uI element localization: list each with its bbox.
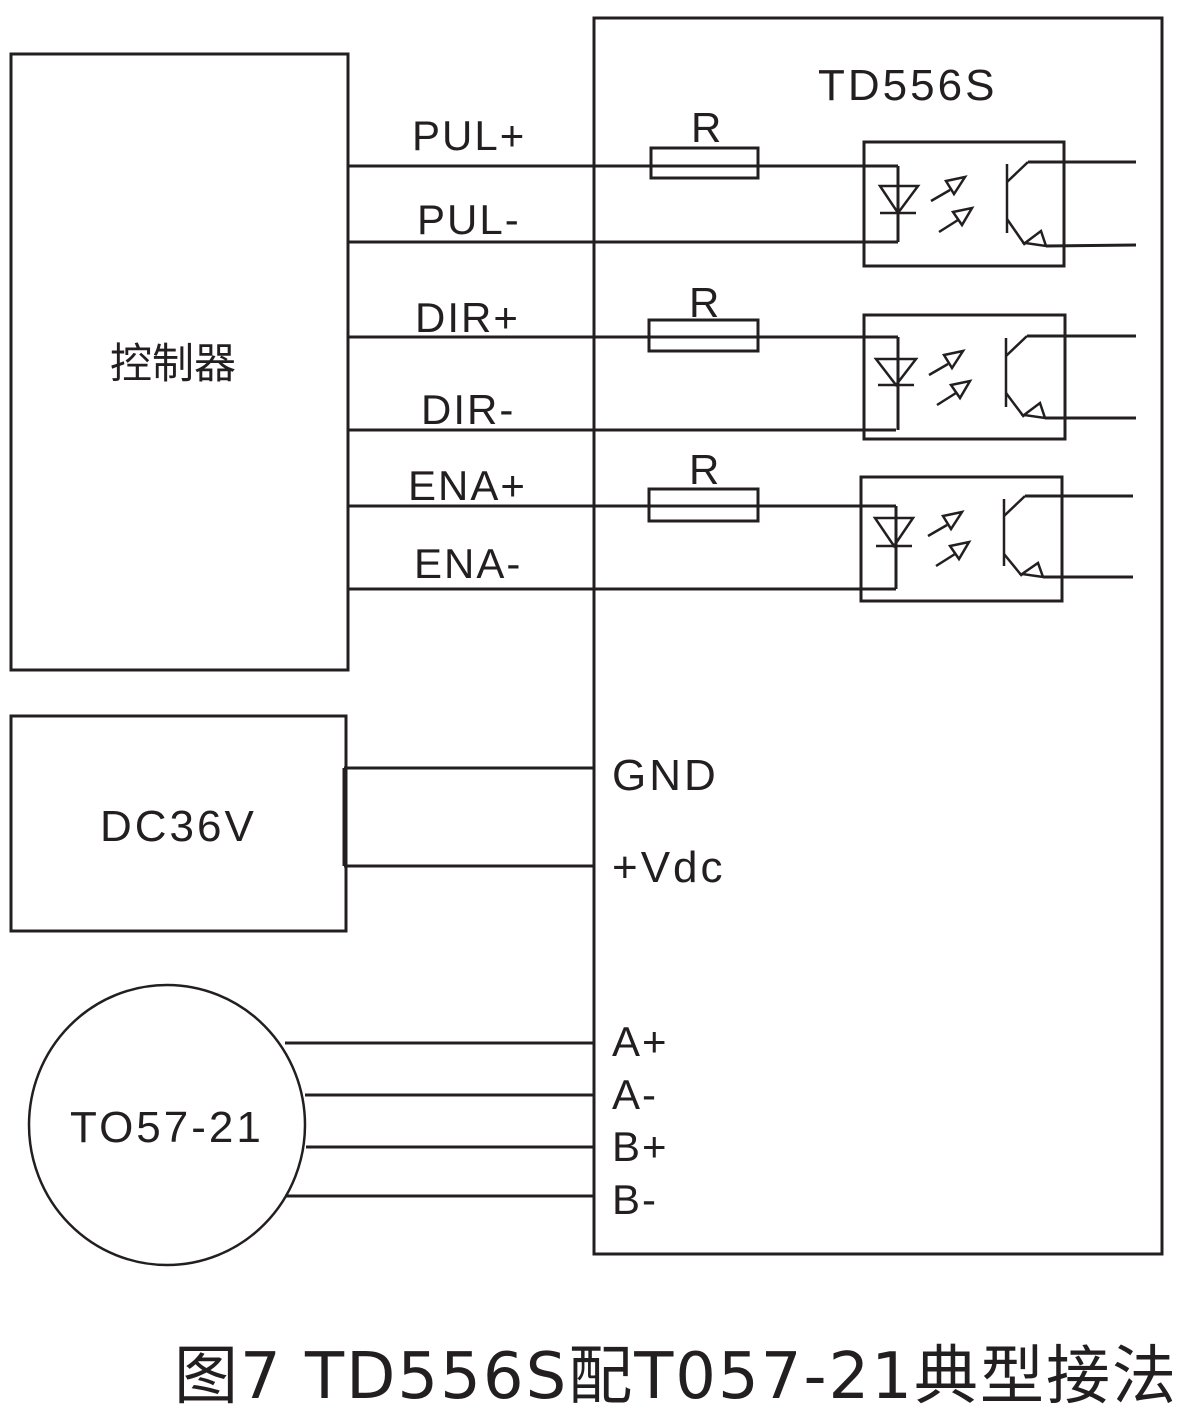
motor-label: TO57-21	[70, 1103, 264, 1152]
controller-label: 控制器	[110, 340, 236, 387]
signal-wires	[348, 164, 898, 591]
phototransistor-icon	[1005, 160, 1137, 248]
optocoupler-pul	[862, 140, 1137, 268]
driver-box	[592, 16, 1164, 1256]
phototransistor-icon	[1002, 494, 1133, 579]
optocoupler-box	[862, 313, 1067, 441]
resistor-label: R	[689, 446, 719, 493]
resistor-body	[649, 146, 760, 180]
light-arrow-icon	[927, 510, 972, 568]
resistor-label: R	[691, 104, 721, 151]
optocoupler-ena	[859, 475, 1133, 603]
terminal-label-a-minus: A-	[612, 1071, 658, 1118]
terminal-label-vdc: +Vdc	[612, 843, 726, 892]
power-supply-label: DC36V	[100, 802, 257, 851]
terminal-label-gnd: GND	[612, 751, 719, 800]
resistor-body	[647, 318, 760, 353]
light-arrow-icon	[928, 349, 973, 407]
resistor-2: R	[647, 279, 760, 353]
optocoupler-dir	[862, 313, 1136, 441]
resistor-label: R	[689, 279, 719, 326]
signal-label-dir-plus: DIR+	[415, 294, 520, 341]
signal-label-ena-minus: ENA-	[414, 540, 522, 587]
driver-title: TD556S	[818, 61, 997, 110]
terminal-label-b-minus: B-	[612, 1176, 658, 1223]
resistor-1: R	[649, 104, 760, 180]
resistor-3: R	[647, 446, 760, 523]
signal-label-pul-minus: PUL-	[417, 196, 521, 243]
optocoupler-box	[862, 140, 1066, 268]
signal-label-pul-plus: PUL+	[412, 112, 526, 159]
controller-box	[9, 52, 350, 672]
led-icon	[877, 184, 921, 216]
terminal-label-b-plus: B+	[612, 1123, 669, 1170]
figure-caption: 图7 TD556S配T057-21典型接法	[174, 1340, 1178, 1414]
terminal-label-a-plus: A+	[612, 1018, 669, 1065]
led-icon	[873, 357, 919, 388]
optocoupler-box	[859, 475, 1064, 603]
signal-label-dir-minus: DIR-	[421, 386, 515, 433]
phototransistor-icon	[1004, 334, 1136, 420]
led-icon	[872, 516, 916, 549]
light-arrow-icon	[930, 175, 975, 234]
power-supply-box	[9, 714, 348, 933]
signal-label-ena-plus: ENA+	[408, 462, 527, 509]
motor-circle	[27, 983, 307, 1267]
resistor-body	[647, 487, 760, 523]
